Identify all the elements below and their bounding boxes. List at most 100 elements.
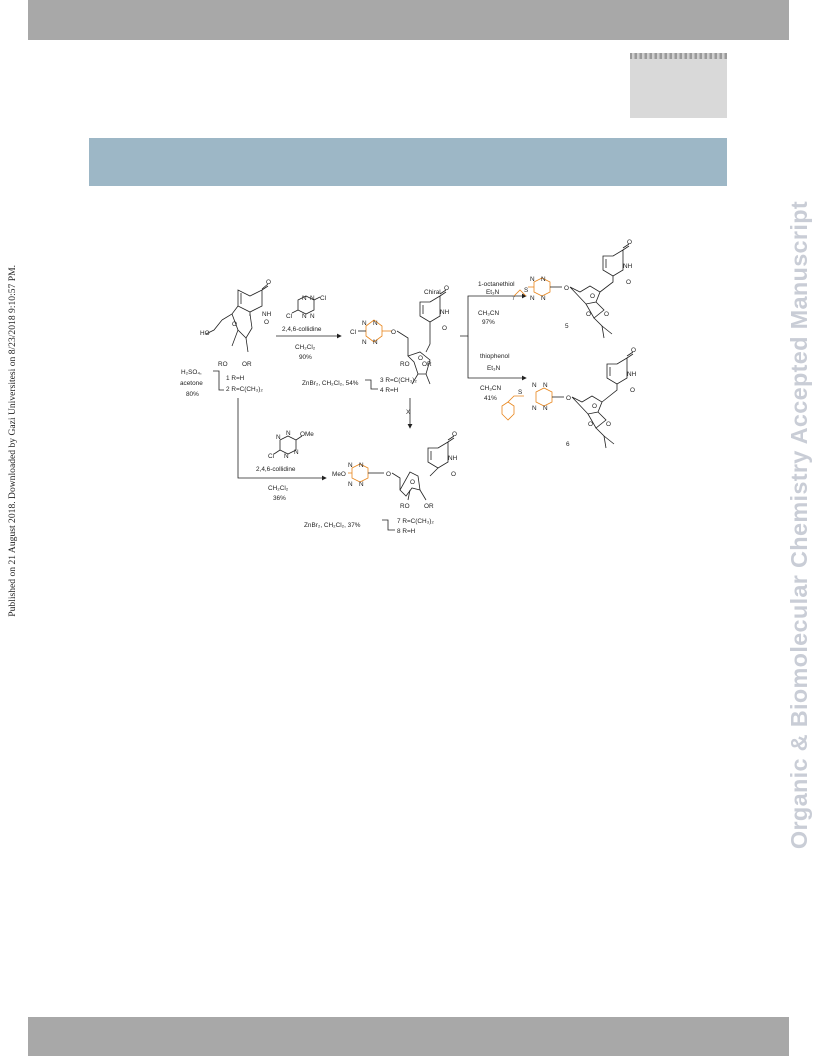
compound-5-structure	[513, 243, 630, 339]
label-thiophenol: thiophenol	[480, 353, 510, 360]
label-n2-ome: N	[286, 430, 291, 437]
label-o-c2-1: O	[264, 319, 269, 326]
label-collidine-1: 2,4,6-collidine	[282, 326, 322, 333]
bracket-7-8	[382, 519, 395, 531]
label-cmpd-5: 5	[565, 323, 569, 330]
label-o-ring-5: O	[590, 293, 595, 300]
label-o2-6: O	[606, 421, 611, 428]
label-o1-6: O	[588, 421, 593, 428]
label-cmpd-7: 7 R=C(CH₃)₂	[397, 518, 434, 525]
label-collidine-2: 2,4,6-collidine	[256, 466, 296, 473]
label-n1-3: N	[362, 320, 367, 327]
reagent-dichlorotetrazine	[291, 295, 321, 315]
label-cl-ome-reagent: Cl	[268, 453, 274, 460]
label-ro-7: RO	[400, 503, 410, 510]
label-o-link-7: O	[386, 471, 391, 478]
label-n2-3: N	[373, 320, 378, 327]
title-banner	[89, 138, 727, 186]
label-n2-5: N	[541, 276, 546, 283]
label-cmpd-6: 6	[566, 441, 570, 448]
bracket-3-4	[365, 379, 378, 390]
label-o-top-1: O	[266, 279, 271, 286]
label-meo: MeO	[332, 471, 346, 478]
label-yield-36: 36%	[273, 495, 286, 502]
label-nh-1: NH	[262, 311, 272, 318]
label-x: X	[406, 409, 411, 416]
label-nh-3: NH	[440, 309, 450, 316]
label-yield-41: 41%	[484, 395, 497, 402]
label-o-link-5: O	[564, 285, 569, 292]
header-bar	[28, 0, 789, 40]
label-cmpd-2: 2 R=C(CH₃)₂	[226, 386, 263, 393]
label-o-ring-7: O	[410, 479, 415, 486]
label-o-top-3: O	[444, 285, 449, 292]
label-cmpd-3: 3 R=C(CH₃)₂	[380, 377, 417, 384]
label-n4-3: N	[373, 339, 378, 346]
label-ch3cn-top: CH₃CN	[478, 310, 499, 317]
label-h2so4: H₂SO₄,	[181, 369, 202, 376]
label-n3-3: N	[362, 339, 367, 346]
label-n4-5: N	[541, 295, 546, 302]
label-n1-reagent: N	[302, 295, 307, 302]
compound-3-4-structure	[358, 289, 447, 385]
label-o-c2-3: O	[442, 325, 447, 332]
label-o-ring-1: O	[232, 321, 237, 328]
label-et3n-bottom: Et₃N	[487, 365, 501, 372]
label-n3-5: N	[530, 295, 535, 302]
label-n4-7: N	[359, 481, 364, 488]
label-ch2cl2-1: CH₂Cl₂	[295, 344, 316, 351]
label-sub-7: 7	[512, 296, 515, 302]
bracket-1-2	[213, 370, 224, 391]
label-or-7: OR	[424, 503, 434, 510]
label-n3-reagent: N	[302, 313, 307, 320]
label-znbr2-37: ZnBr₂, CH₂Cl₂, 37%	[304, 522, 361, 529]
label-o-top-7: O	[452, 431, 457, 438]
label-n2-reagent: N	[310, 295, 315, 302]
arrow-down-path	[237, 398, 327, 481]
label-n3-7: N	[348, 481, 353, 488]
label-et3n-top: Et₃N	[486, 289, 500, 296]
label-n3-6: N	[532, 405, 537, 412]
arrow-to-6	[467, 336, 527, 381]
label-n2-6: N	[543, 382, 548, 389]
label-n4-ome: N	[294, 449, 299, 456]
label-o-ring-3: O	[418, 355, 423, 362]
journal-logo-placeholder	[630, 53, 727, 118]
label-o-c2-7: O	[451, 471, 456, 478]
label-n4-reagent: N	[310, 313, 315, 320]
label-acetone: acetone	[180, 380, 203, 387]
label-cl-reagent-left: Cl	[286, 313, 292, 320]
footer-bar	[28, 1017, 789, 1056]
label-o-c2-5: O	[626, 279, 631, 286]
label-s-6: S	[518, 389, 522, 396]
label-n1-7: N	[348, 462, 353, 469]
label-ch3cn-bottom: CH₃CN	[480, 385, 501, 392]
label-ch2cl2-2: CH₂Cl₂	[268, 485, 289, 492]
label-ro-1: RO	[218, 361, 228, 368]
label-o-link-3: O	[391, 329, 396, 336]
label-n1-5: N	[530, 276, 535, 283]
label-yield-80: 80%	[186, 391, 199, 398]
label-cmpd-1: 1 R=H	[226, 375, 245, 382]
label-o1-5: O	[586, 311, 591, 318]
label-ho: HO	[200, 330, 210, 337]
label-or-3: OR	[422, 361, 432, 368]
label-o-top-5: O	[627, 239, 632, 246]
label-o-link-6: O	[566, 395, 571, 402]
arrow-to-5	[460, 293, 527, 337]
label-n1-ome: N	[276, 434, 281, 441]
label-o-top-6: O	[631, 347, 636, 354]
label-nh-5: NH	[623, 263, 633, 270]
label-n2-7: N	[359, 462, 364, 469]
compound-6-structure	[501, 351, 634, 449]
label-n1-6: N	[532, 382, 537, 389]
label-nh-7: NH	[448, 455, 458, 462]
label-yield-90: 90%	[299, 354, 312, 361]
label-znbr2-54: ZnBr₂, CH₂Cl₂, 54%	[302, 380, 359, 387]
label-chiral: Chiral	[424, 289, 441, 296]
logo-noise	[630, 53, 727, 59]
label-ro-3: RO	[400, 361, 410, 368]
label-cmpd-8: 8 R=H	[397, 528, 416, 535]
compound-7-8-structure	[348, 435, 455, 501]
